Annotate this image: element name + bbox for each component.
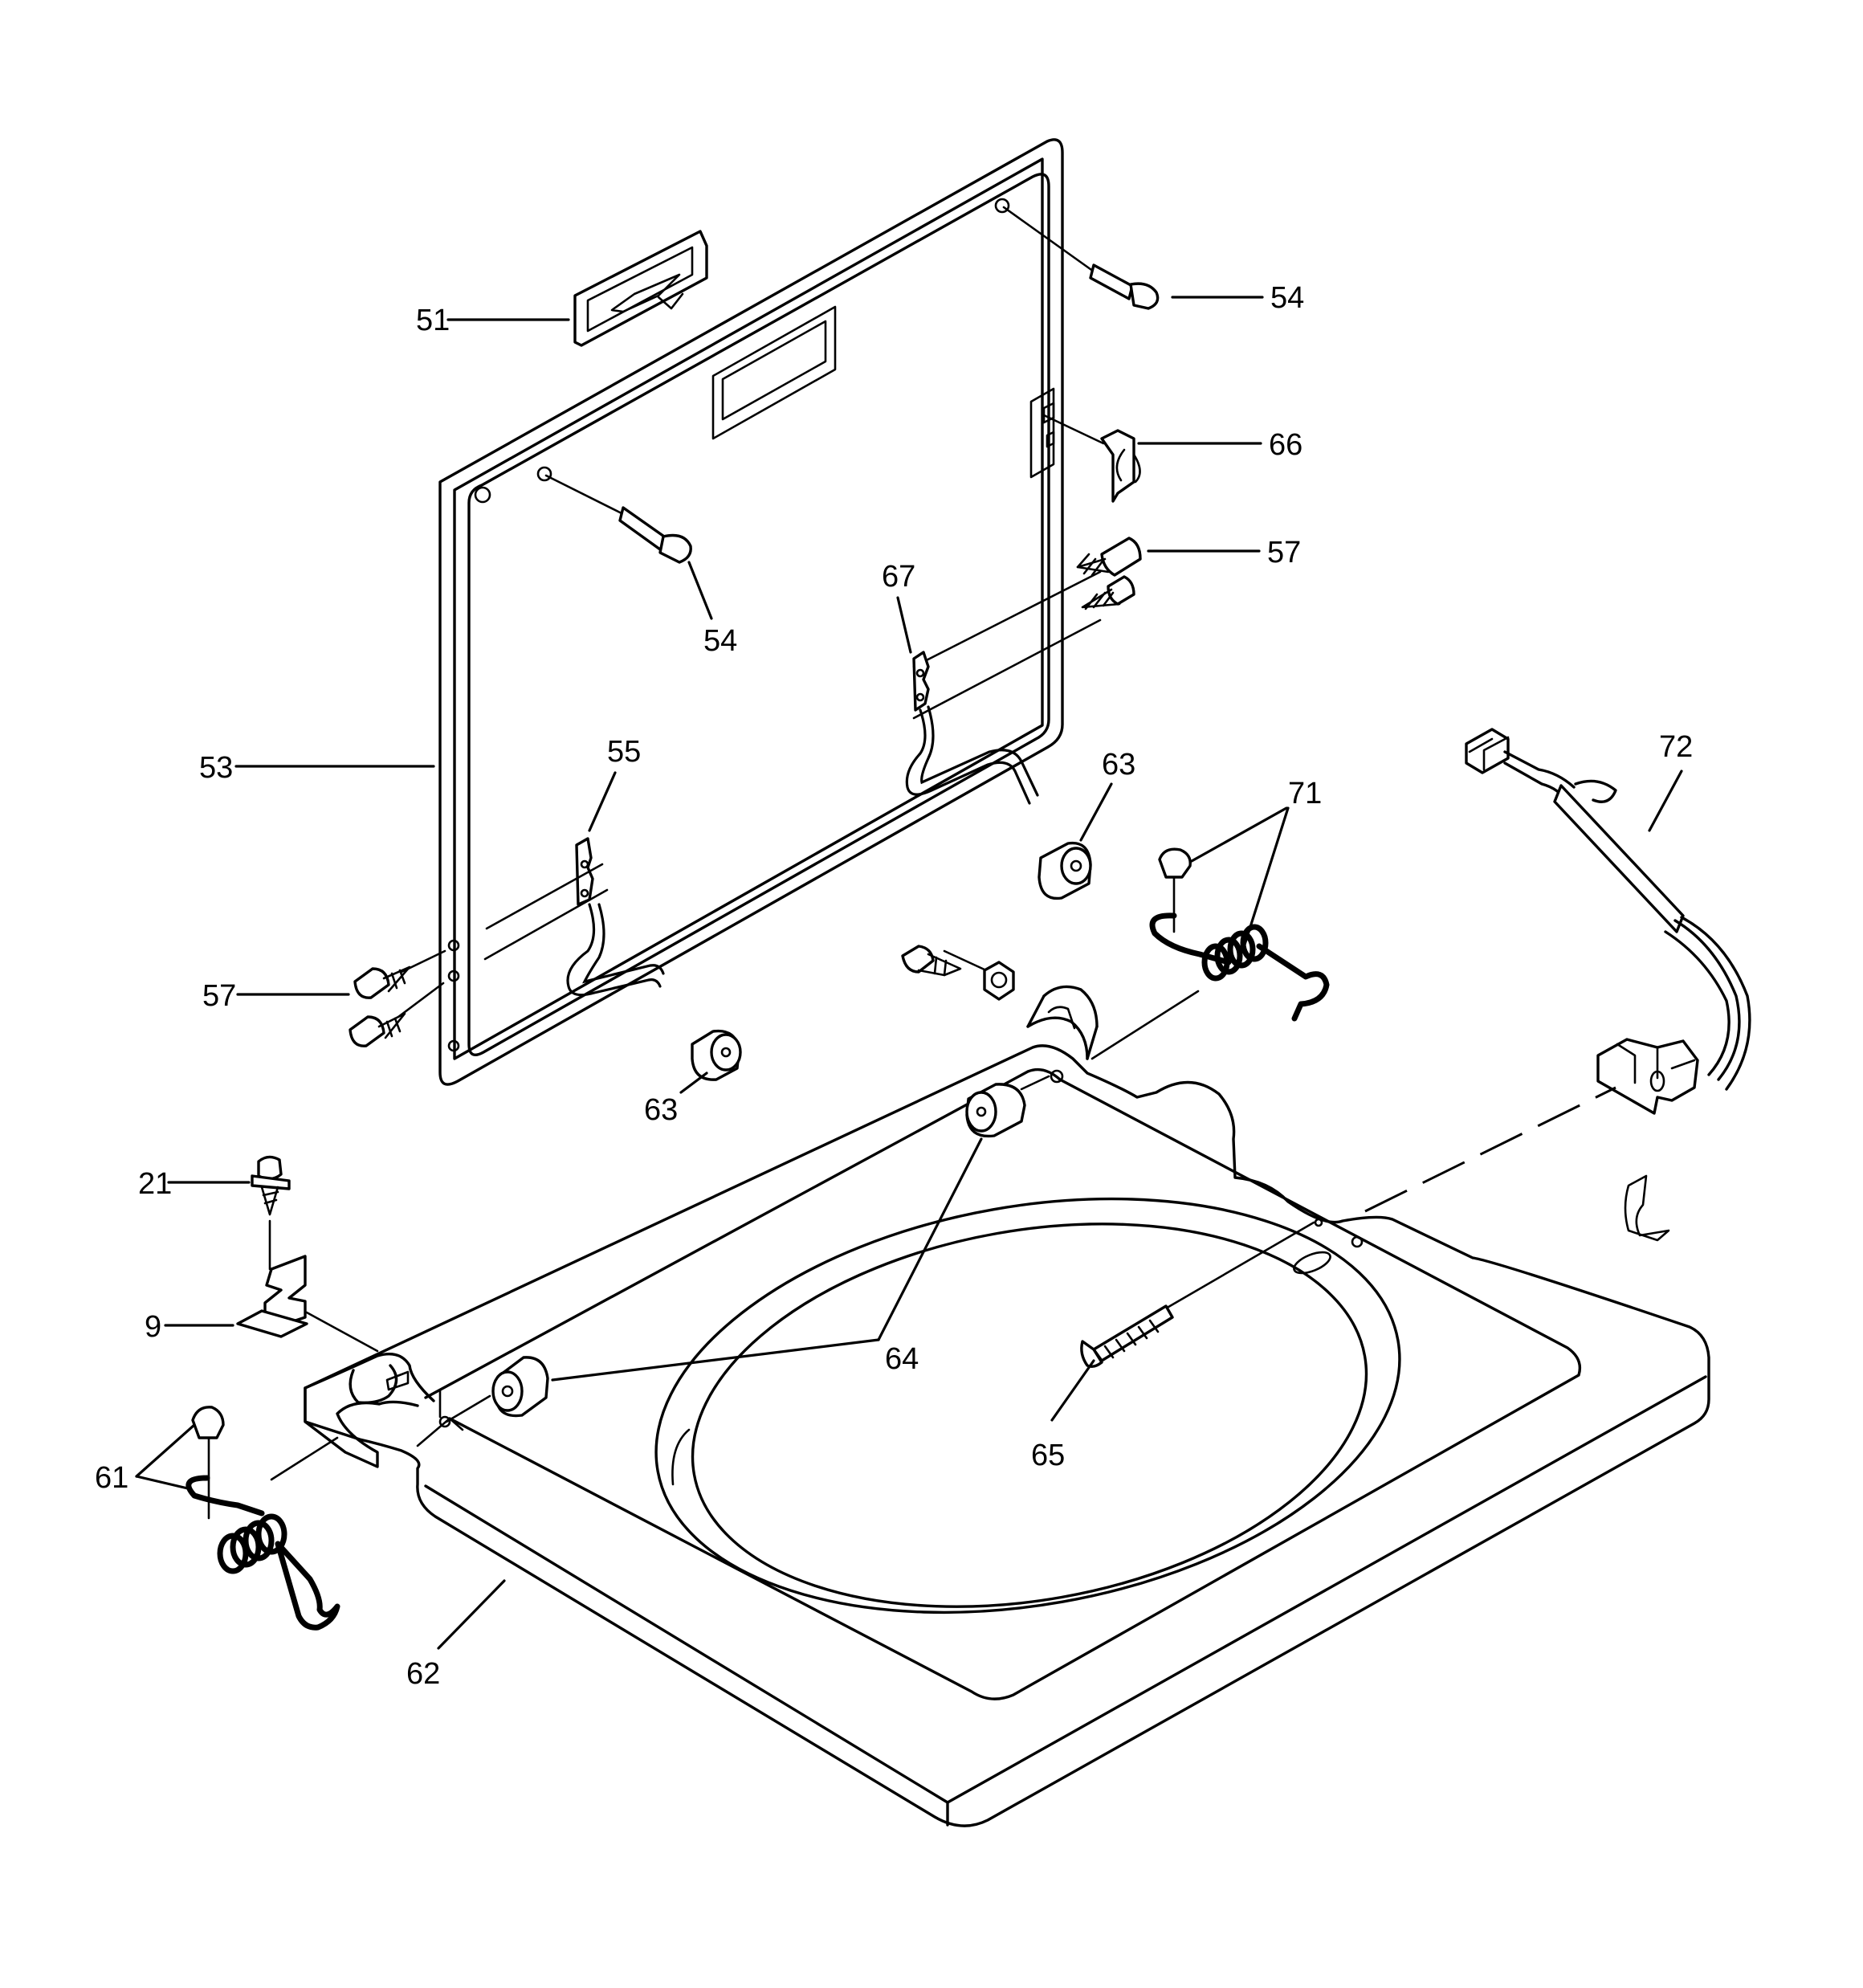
callout-57-upper: 57 [1267,536,1301,569]
screw-lower-left-b [349,982,445,1047]
callout-21: 21 [138,1167,172,1201]
door-bumper-lower [691,1029,742,1081]
lid-frame [438,138,1064,1086]
callout-63-lower: 63 [644,1093,678,1127]
wire-clip-55 [483,837,665,997]
callout-64: 64 [885,1342,919,1376]
screw-21 [251,1155,291,1271]
panel-bumper-lower [445,1356,549,1423]
door-bumper-upper [1037,841,1092,900]
lid-bumper-lower [544,474,692,564]
callout-55: 55 [607,735,641,769]
long-screw [1080,1221,1315,1369]
callout-66: 66 [1269,428,1302,462]
callout-65: 65 [1031,1439,1065,1472]
screw-upper-right-a [912,537,1142,668]
wire-clip-67 [905,651,1039,805]
callout-51: 51 [416,304,450,337]
clip-9 [236,1255,379,1353]
callout-53: 53 [199,751,233,785]
hinge-spring-left [185,1406,340,1631]
top-panel [304,985,1710,1827]
callout-54-lower: 54 [703,624,737,658]
callout-57-lower: 57 [202,979,236,1013]
callout-labels: 51 54 66 57 54 67 53 55 63 71 72 57 63 2… [95,281,1693,1691]
wire-clip [1041,413,1141,503]
callout-67: 67 [882,560,915,594]
screw-lower-left-a [353,949,446,999]
lid-latch-strike [573,230,708,347]
callout-61: 61 [95,1461,128,1495]
callout-72: 72 [1659,730,1693,764]
hinge-screw-and-nut [901,945,1015,1001]
callout-62: 62 [406,1657,440,1691]
screw-upper-right-b [912,575,1135,720]
panel-bumper-upper [965,1075,1050,1138]
callout-63-upper: 63 [1102,748,1135,782]
callout-9: 9 [145,1310,161,1344]
callout-71: 71 [1288,777,1322,810]
lid-switch-harness [1364,728,1751,1242]
hinge-spring-right [1090,847,1330,1060]
lid-bumper-upper [1002,206,1160,310]
callout-54-upper: 54 [1270,281,1304,315]
leader-lines [135,296,1683,1650]
